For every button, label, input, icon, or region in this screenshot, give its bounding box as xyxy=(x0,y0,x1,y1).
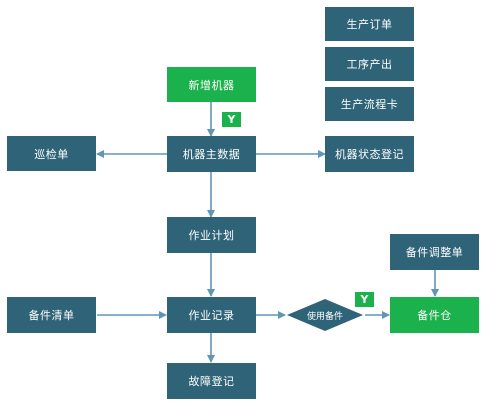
spare-adjust-sheet-node: 备件调整单 xyxy=(390,234,479,270)
use-spare-diamond xyxy=(287,299,363,331)
process-output-node: 工序产出 xyxy=(325,47,414,81)
production-order-node: 生产订单 xyxy=(325,7,414,41)
yes-badge-new-machine: Y xyxy=(222,112,241,127)
machine-master-data-node: 机器主数据 xyxy=(167,136,256,172)
new-machine-node: 新增机器 xyxy=(167,67,256,102)
work-record-node: 作业记录 xyxy=(167,297,256,333)
machine-status-register-node: 机器状态登记 xyxy=(325,136,414,172)
work-plan-node: 作业计划 xyxy=(167,217,256,253)
spare-warehouse-node: 备件仓 xyxy=(390,297,479,333)
spare-list-node: 备件清单 xyxy=(7,297,96,333)
production-card-node: 生产流程卡 xyxy=(325,87,414,121)
use-spare-label: 使用备件 xyxy=(306,311,343,322)
fault-register-node: 故障登记 xyxy=(167,363,256,399)
inspection-sheet-node: 巡检单 xyxy=(7,136,96,171)
yes-badge-use-spare: Y xyxy=(355,292,374,307)
